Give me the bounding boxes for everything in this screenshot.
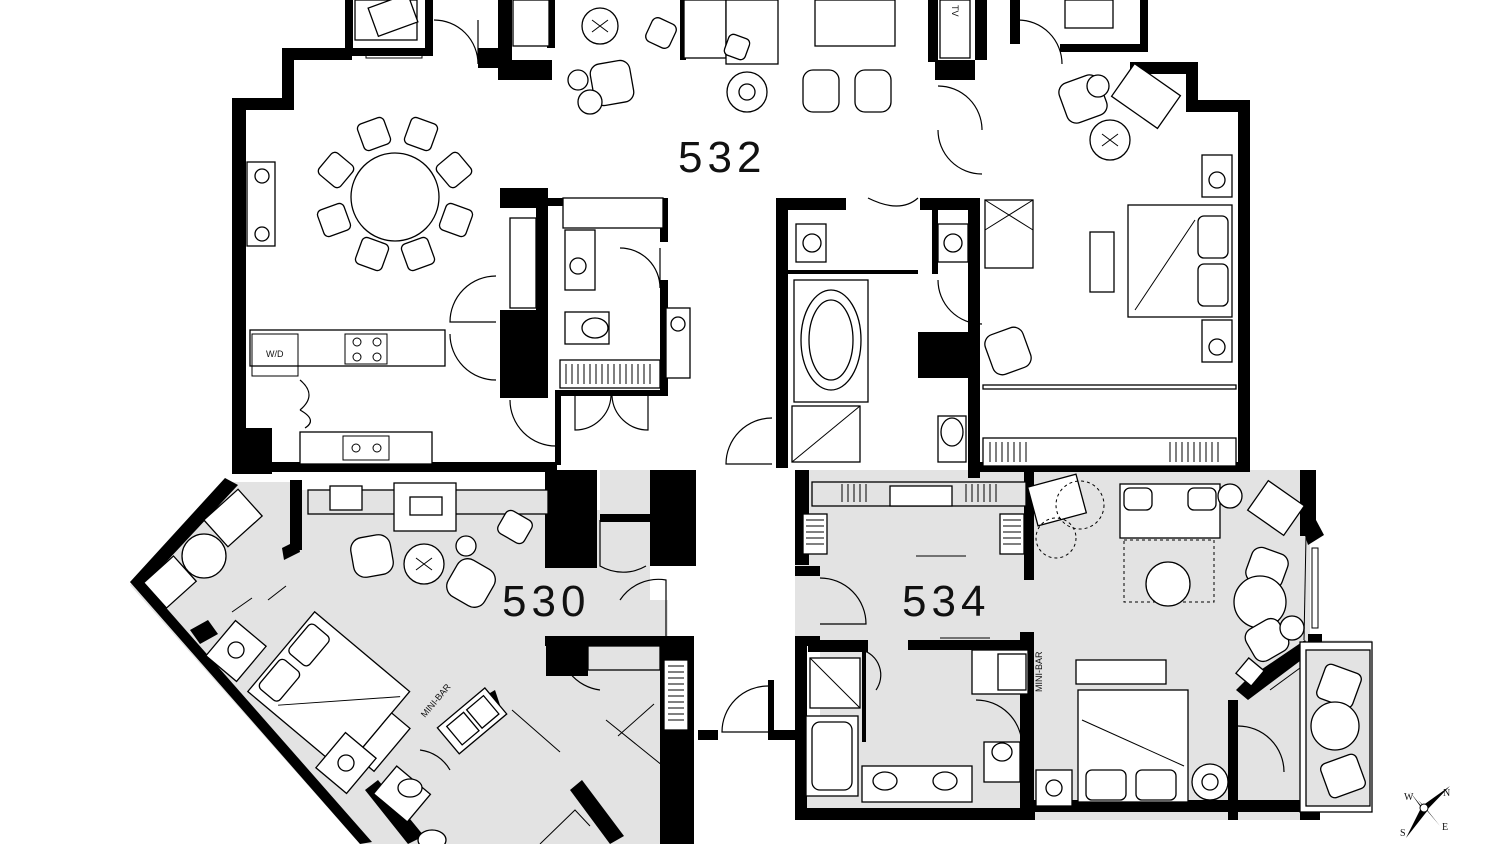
suite-534-floor	[795, 470, 1372, 820]
suite-532-furniture: W/D TV	[235, 0, 1249, 467]
compass-s: S	[1400, 828, 1406, 839]
compass-e: E	[1442, 822, 1448, 833]
minibar-534-label: MINI-BAR	[1034, 651, 1044, 692]
suite-530-label: 530	[502, 577, 590, 626]
washer-dryer-label: W/D	[266, 349, 284, 359]
suite-530-furniture: MINI-BAR	[142, 482, 796, 844]
tv-label: TV	[950, 5, 960, 17]
compass-w: W	[1404, 792, 1414, 803]
suite-534-furniture: MINI-BAR	[802, 473, 1373, 813]
suite-532-label: 532	[678, 133, 766, 182]
suite-534-label: 534	[902, 577, 990, 626]
compass-n: N	[1443, 788, 1450, 799]
compass-rose-icon: N S E W	[1400, 786, 1450, 839]
dining-chairs	[316, 116, 474, 272]
